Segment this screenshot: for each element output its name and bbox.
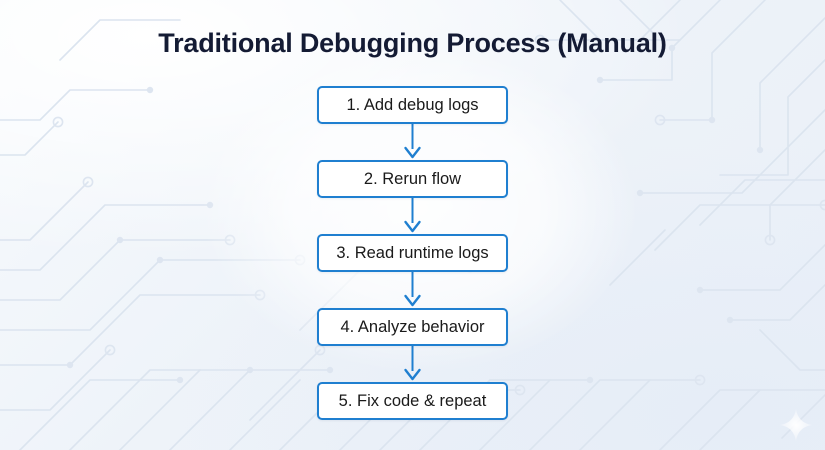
flow-node-label: 2. Rerun flow [363, 169, 462, 188]
flow-node-label: 4. Analyze behavior [340, 317, 485, 336]
flow-node-label: 5. Fix code & repeat [338, 391, 487, 410]
flow-node-2[interactable]: 2. Rerun flow [317, 160, 508, 198]
down-arrow-icon [404, 272, 421, 307]
down-arrow-icon [404, 124, 421, 159]
down-arrow-icon [404, 346, 421, 381]
flow-node-3[interactable]: 3. Read runtime logs [317, 234, 508, 272]
flow-node-label: 1. Add debug logs [346, 95, 479, 114]
down-arrow-icon [404, 198, 421, 233]
flow-node-1[interactable]: 1. Add debug logs [317, 86, 508, 124]
flow-node-label: 3. Read runtime logs [336, 243, 489, 262]
flow-node-4[interactable]: 4. Analyze behavior [317, 308, 508, 346]
flow-node-5[interactable]: 5. Fix code & repeat [317, 382, 508, 420]
flowchart: 1. Add debug logs 2. Rerun flow 3. Read … [317, 86, 508, 420]
sparkle-icon [780, 409, 812, 441]
page-title: Traditional Debugging Process (Manual) [158, 28, 667, 58]
